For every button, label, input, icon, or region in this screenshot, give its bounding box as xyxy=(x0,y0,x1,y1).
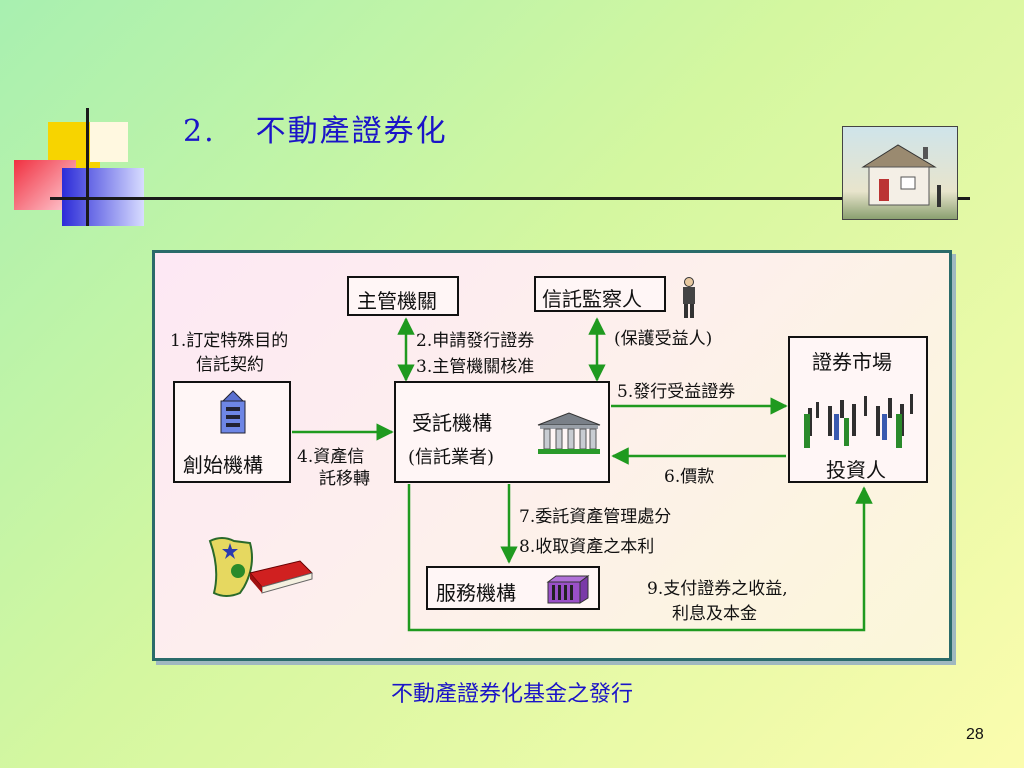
trust-supervisor-box: 信託監察人 xyxy=(534,276,666,312)
originator-box: 創始機構 xyxy=(173,381,291,483)
arrow-pay-investors xyxy=(407,484,873,632)
market-box: 證券市場 投資人 xyxy=(788,336,928,483)
building-icon xyxy=(215,389,251,440)
diagram-caption: 不動產證券化基金之發行 xyxy=(390,682,633,707)
bank-icon xyxy=(534,411,604,462)
step5-label: 5.發行受益證券 xyxy=(617,382,736,402)
step1-line2: 信託契約 xyxy=(196,355,264,375)
step2-label: 2.申請發行證券 xyxy=(416,331,535,351)
trustee-sublabel: (信託業者) xyxy=(408,447,495,468)
protect-label: (保護受益人) xyxy=(614,329,713,349)
trustee-box: 受託機構 (信託業者) xyxy=(394,381,610,483)
trust-supervisor-label: 信託監察人 xyxy=(542,287,642,311)
crowd-icon xyxy=(800,384,920,461)
originator-label: 創始機構 xyxy=(183,453,263,477)
market-label: 證券市場 xyxy=(812,350,892,374)
step7-label: 7.委託資產管理處分 xyxy=(519,507,672,527)
servicer-label: 服務機構 xyxy=(436,581,516,605)
trustee-label: 受託機構 xyxy=(412,411,492,435)
deco-vertical-line xyxy=(86,108,89,226)
investors-label: 投資人 xyxy=(826,458,886,482)
step8-label: 8.收取資產之本利 xyxy=(519,537,655,557)
house-icon xyxy=(842,126,958,220)
page-number: 28 xyxy=(966,726,984,743)
title-number: 2. xyxy=(183,114,216,149)
servicer-box: 服務機構 xyxy=(426,566,600,610)
step6-label: 6.價款 xyxy=(664,467,715,487)
deco-square-white xyxy=(90,122,128,162)
page-title: 2. 不動產證券化 xyxy=(183,106,448,150)
step4-line1: 4.資產信 xyxy=(297,447,365,467)
step9-line1: 9.支付證券之收益, xyxy=(647,579,788,599)
regulator-label: 主管機關 xyxy=(357,289,437,313)
title-rule xyxy=(50,197,970,200)
step1-line1: 1.訂定特殊目的 xyxy=(170,331,289,351)
scroll-book-icon xyxy=(204,535,314,605)
step3-label: 3.主管機關核准 xyxy=(416,357,535,377)
step9-line2: 利息及本金 xyxy=(672,604,757,624)
step4-line2: 託移轉 xyxy=(319,469,370,489)
container-icon xyxy=(546,574,590,609)
person-icon xyxy=(680,277,698,323)
title-text: 不動產證券化 xyxy=(255,114,448,149)
regulator-box: 主管機關 xyxy=(347,276,459,316)
